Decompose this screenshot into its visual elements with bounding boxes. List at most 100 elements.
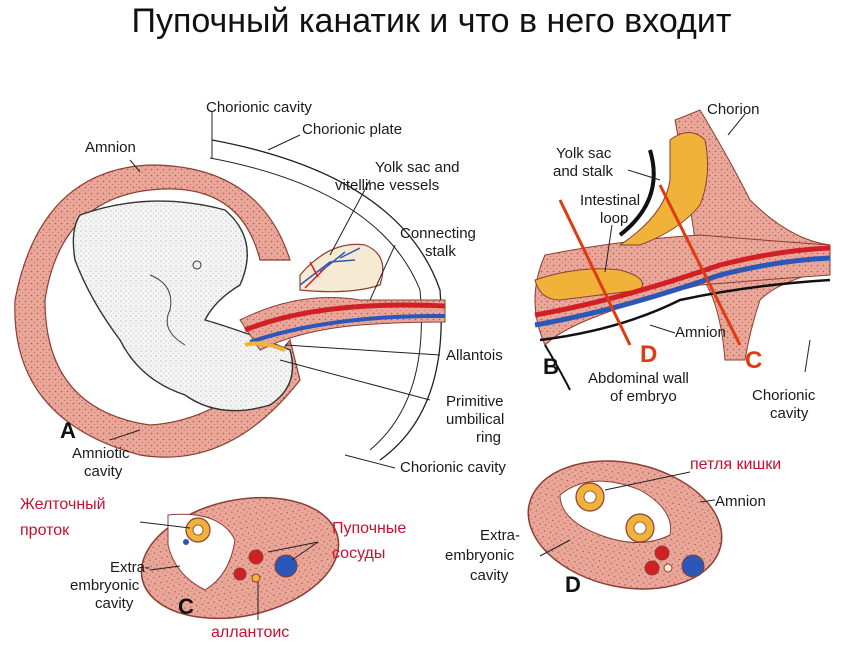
leader-umbilical-vessels-2 (291, 541, 319, 561)
embryo-eye (192, 260, 202, 270)
label-extra-c-2: embryonic (70, 577, 140, 594)
leader-connecting-stalk (369, 244, 396, 301)
ru-umbilical-1: Пупочные (332, 520, 406, 537)
leader-chorionic-b (804, 339, 811, 373)
leader-allantois (284, 344, 441, 356)
ru-allantois: аллантоис (211, 624, 289, 641)
leader-intestinal-b (604, 224, 613, 273)
label-extra-c-1: Extra- (110, 559, 150, 576)
panel-c: Extra- embryonic cavity C (70, 496, 340, 620)
section-label-c: C (745, 347, 762, 374)
panel-c-letter: C (178, 594, 194, 619)
leader-yolk-b (627, 169, 661, 181)
panel-d-letter: D (565, 572, 581, 597)
chorionic-plate-outline (209, 157, 422, 451)
ru-intestinal-loop: петля кишки (690, 456, 781, 473)
label-extra-d-2: embryonic (445, 547, 515, 564)
slide-title: Пупочный канатик и что в него входит (131, 2, 732, 40)
umbilical-cord-b (534, 234, 831, 346)
allantois-c (251, 573, 261, 583)
yolk-stalk (618, 132, 709, 246)
cord-artery-b (534, 245, 831, 318)
label-abdominal-2: of embryo (610, 388, 677, 405)
panel-b: D C Chorion Yolk sac and stalk Intestina… (534, 101, 831, 422)
label-chorionic-b-1: Chorionic (752, 387, 816, 404)
label-chorionic-b-2: cavity (770, 405, 809, 422)
intestinal-loop-d-1-lumen (583, 490, 597, 504)
label-amnion-a: Amnion (85, 139, 136, 156)
section-line-c (658, 184, 742, 346)
label-amniotic-1: Amniotic (72, 445, 130, 462)
label-extra-d-3: cavity (470, 567, 509, 584)
umbilical-artery-c-1 (248, 549, 264, 565)
leader-amnion-b (649, 324, 676, 334)
label-primitive-3: ring (476, 429, 501, 446)
label-primitive-2: umbilical (446, 411, 504, 428)
connecting-stalk (239, 297, 446, 351)
leader-amniotic-cavity (109, 429, 141, 441)
amnion-sac (14, 164, 301, 458)
leader-extra-c (149, 565, 181, 571)
ru-umbilical-2: сосуды (332, 545, 385, 562)
label-primitive-1: Primitive (446, 393, 504, 410)
label-yolk-b-1: Yolk sac (556, 145, 612, 162)
leader-extra-d (539, 539, 571, 557)
vitelline-vessel-c (183, 539, 189, 545)
label-amnion-d: Amnion (715, 493, 766, 510)
label-extra-c-3: cavity (95, 595, 134, 612)
leader-primitive-ring (279, 359, 431, 401)
stalk-vein (249, 313, 446, 344)
vitelline-vessels (299, 247, 361, 286)
label-yolk-b-2: and stalk (553, 163, 614, 180)
yolk-duct-lumen (192, 524, 204, 536)
allantois-duct (244, 341, 286, 352)
label-allantois: Allantois (446, 347, 503, 364)
label-yolk-sac-2: vitelline vessels (335, 177, 439, 194)
stalk-artery (244, 302, 446, 333)
ru-yolk-duct-1: Желточный (20, 496, 106, 513)
panel-d: Amnion Extra- embryonic cavity D (445, 460, 766, 597)
label-chorionic-cavity-bottom: Chorionic cavity (400, 459, 506, 476)
label-chorionic-cavity-top: Chorionic cavity (206, 99, 312, 116)
extraembryonic-cavity-c (167, 513, 236, 591)
label-extra-d-1: Extra- (480, 527, 520, 544)
leader-umbilical-vessels-1 (267, 541, 319, 553)
abdominal-wall-line (544, 344, 571, 391)
vitelline-arteries (304, 261, 326, 289)
cord-cross-section-c (140, 496, 340, 620)
allantois-d (663, 563, 673, 573)
label-chorion-b: Chorion (707, 101, 760, 118)
section-line-d (558, 199, 632, 346)
umbilical-vein-c (274, 554, 298, 578)
chorion-outline (211, 139, 442, 461)
amnion-line-b (539, 278, 831, 342)
leader-chorionic-cavity-bottom (344, 454, 396, 469)
umbilical-artery-d-2 (644, 560, 660, 576)
cord-vein-b (534, 255, 831, 328)
label-abdominal-1: Abdominal wall (588, 370, 689, 387)
section-label-d: D (640, 341, 657, 368)
umbilical-artery-d-1 (654, 545, 670, 561)
label-yolk-sac-1: Yolk sac and (375, 159, 460, 176)
panel-b-letter: B (543, 354, 559, 379)
label-intestinal-1: Intestinal (580, 192, 640, 209)
leader-chorion-b (727, 113, 746, 136)
leader-chorionic-plate (267, 134, 301, 151)
embryo-body (72, 200, 294, 412)
panel-a-letter: A (60, 418, 76, 443)
label-intestinal-2: loop (600, 210, 628, 227)
leader-intestinal-loop (604, 471, 691, 491)
leader-yolk-sac (329, 179, 371, 256)
leader-amnion (129, 159, 141, 173)
panel-a: Chorionic cavity Amnion Chorionic plate … (14, 99, 506, 480)
label-amnion-b: Amnion (675, 324, 726, 341)
leader-yolk-duct (139, 521, 191, 529)
label-connecting-2: stalk (425, 243, 456, 260)
label-connecting-1: Connecting (400, 225, 476, 242)
embryo-limb-bud (149, 274, 186, 346)
yolk-stalk-wall (618, 149, 656, 237)
leader-amnion-d (699, 499, 716, 503)
umbilical-artery-c-2 (233, 567, 247, 581)
